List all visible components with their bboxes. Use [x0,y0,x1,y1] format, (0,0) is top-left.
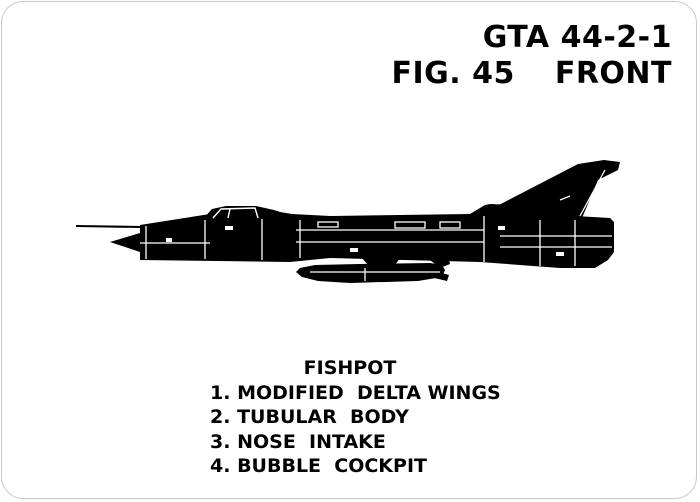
nose-cone [110,233,140,252]
external-fuel-tank [296,263,445,283]
rudder-line [559,169,606,217]
vertical-tail [495,160,620,218]
figure-heading: FIG. 45 FRONT [391,56,672,91]
tank-fins [430,256,450,281]
list-item: 4. BUBBLE COCKPIT [210,455,427,478]
gta-code: GTA 44-2-1 [482,20,672,55]
list-item: 3. NOSE INTAKE [210,430,386,453]
aircraft-name: FISHPOT [303,357,397,379]
fuselage-marks [166,226,564,256]
panel-lines [140,216,612,281]
wing-root [300,245,488,258]
caption-block: FISHPOT 1. MODIFIED DELTA WINGS 2. TUBUL… [210,356,501,479]
tank-pylon [362,258,400,265]
view-label: FRONT [554,56,672,91]
fuselage [140,204,614,268]
feature-list: 1. MODIFIED DELTA WINGS 2. TUBULAR BODY … [210,381,501,479]
pitot-probe [75,225,141,228]
list-item: 1. MODIFIED DELTA WINGS [210,381,501,404]
canopy-frame [212,207,259,219]
list-item: 2. TUBULAR BODY [210,406,409,429]
figure-number: FIG. 45 [391,56,515,91]
